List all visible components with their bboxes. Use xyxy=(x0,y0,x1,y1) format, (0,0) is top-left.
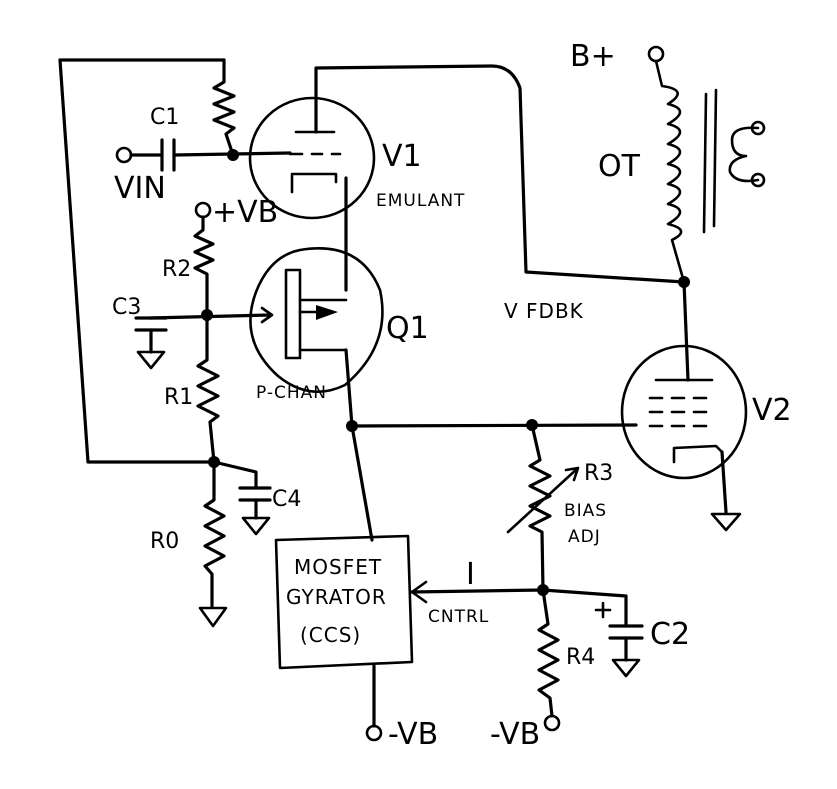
v2-cathode xyxy=(672,444,724,464)
v1-cathode xyxy=(290,172,338,194)
label-bias: BIAS xyxy=(564,501,607,521)
vin-terminal xyxy=(115,146,133,164)
minus-vb-left-terminal xyxy=(365,724,383,742)
label-adj: ADJ xyxy=(568,527,601,547)
v2-ground-symbol xyxy=(710,512,742,532)
label-c3: C3 xyxy=(112,295,141,320)
label-emulant: EMULANT xyxy=(376,191,465,211)
r2-resistor xyxy=(193,215,215,317)
wire-cntrl-to-gyrator xyxy=(410,588,545,594)
v2-tube-envelope xyxy=(620,344,748,480)
minus-vb-right-terminal xyxy=(543,714,561,732)
label-v1: V1 xyxy=(382,139,422,174)
wire-divider-to-gate xyxy=(148,313,272,320)
label-v2: V2 xyxy=(752,393,792,428)
wire-v1-plate-to-fdbk xyxy=(314,64,686,284)
label-c4: C4 xyxy=(272,487,301,512)
label-r3: R3 xyxy=(584,461,613,486)
wire-to-c4 xyxy=(212,460,258,488)
ot-secondary-coil xyxy=(728,126,760,183)
b-plus-terminal xyxy=(647,45,665,63)
wire-v2-plate xyxy=(682,280,690,382)
label-p-chan: P-CHAN xyxy=(256,383,327,403)
label-q1: Q1 xyxy=(386,311,429,346)
gyrator-box xyxy=(274,534,414,670)
q1-gate-plate xyxy=(284,268,302,360)
label-i: I xyxy=(466,557,475,592)
r1-resistor xyxy=(196,313,220,464)
label-minus-vb-left: -VB xyxy=(388,717,438,752)
ot-secondary-terminal-bottom xyxy=(750,172,766,188)
label-r2: R2 xyxy=(162,257,191,282)
label-gyrator-line1: MOSFET xyxy=(294,555,382,579)
r0-ground-symbol xyxy=(198,606,228,628)
v1-tube-envelope xyxy=(248,96,376,220)
label-cntrl: CNTRL xyxy=(428,607,489,627)
wire-v2-cathode-ground xyxy=(720,450,728,514)
label-vin: VIN xyxy=(114,171,166,206)
cntrl-arrow xyxy=(410,580,428,604)
label-r0: R0 xyxy=(150,529,179,554)
c2-plus-mark xyxy=(594,601,612,619)
c3-ground-symbol xyxy=(136,350,166,370)
label-r4: R4 xyxy=(566,645,595,670)
label-gyrator-line3: (CCS) xyxy=(300,623,361,647)
label-r1: R1 xyxy=(164,385,193,410)
wire-drain-to-gyrator xyxy=(350,424,374,542)
wire-to-c2 xyxy=(541,588,628,626)
r0-resistor xyxy=(203,460,226,608)
wire-left-loop xyxy=(58,58,226,464)
label-b-plus: B+ xyxy=(570,39,616,74)
ot-core xyxy=(702,88,718,234)
q1-arrow xyxy=(316,305,338,320)
r3-resistor xyxy=(528,423,552,592)
label-gyrator-line2: GYRATOR xyxy=(286,585,387,609)
q1-envelope xyxy=(249,247,384,393)
ot-secondary-terminal-top xyxy=(750,120,766,136)
label-v-fdbk: V FDBK xyxy=(504,299,584,323)
ot-primary-coil xyxy=(654,59,686,284)
wire-q1-drain xyxy=(344,348,354,428)
gate-arrow xyxy=(260,306,274,324)
r3-adjust-arrow xyxy=(506,466,580,534)
r4-resistor xyxy=(537,588,560,718)
label-plus-vb: +VB xyxy=(212,195,278,230)
label-ot: OT xyxy=(598,149,641,184)
plus-vb-terminal xyxy=(194,201,212,219)
grid-resistor xyxy=(212,58,236,157)
c4-ground-symbol xyxy=(241,516,271,536)
wire-drain-to-v2-grid xyxy=(350,423,638,428)
label-c1: C1 xyxy=(150,105,179,130)
label-minus-vb-right: -VB xyxy=(490,717,540,752)
c2-ground-symbol xyxy=(611,658,641,678)
label-c2: C2 xyxy=(650,617,690,652)
c2-capacitor xyxy=(608,624,644,640)
c1-capacitor xyxy=(160,138,176,172)
c4-capacitor xyxy=(238,486,272,502)
